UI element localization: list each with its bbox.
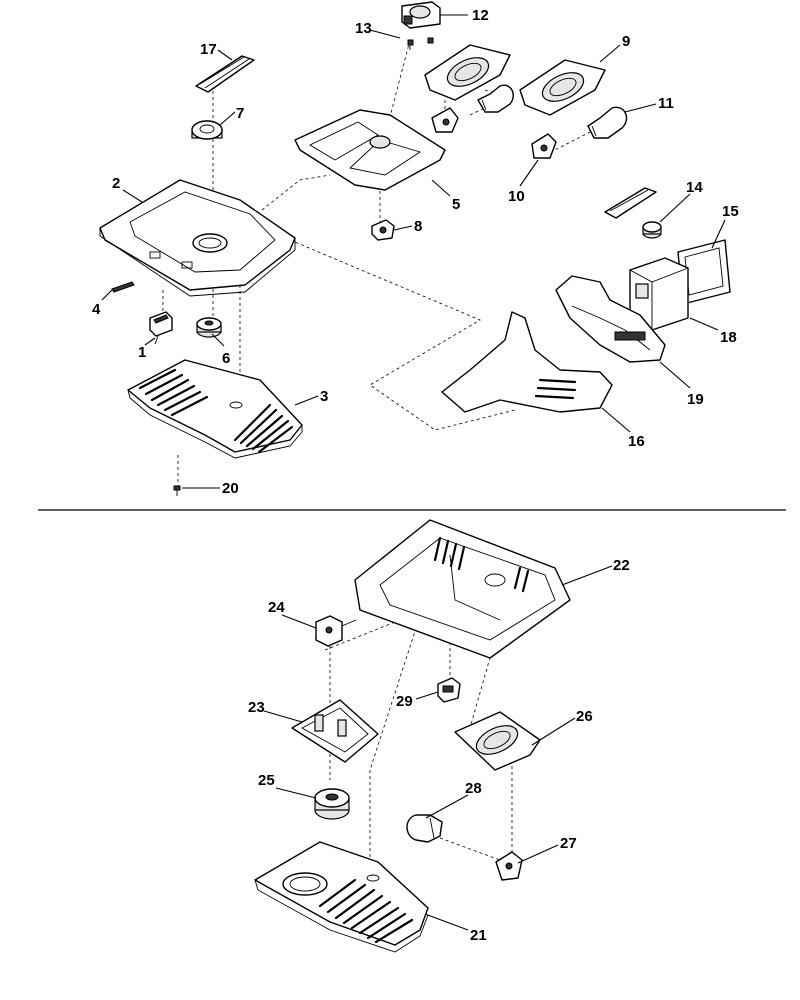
callout-17: 17 <box>200 41 217 58</box>
callout-29: 29 <box>396 693 413 710</box>
part-22-tray-frame <box>354 519 571 659</box>
part-27-socket <box>495 851 523 881</box>
part-6-knob <box>196 317 222 338</box>
callout-9: 9 <box>622 33 630 50</box>
callout-24: 24 <box>268 599 285 616</box>
part-11-bulb <box>587 106 628 139</box>
part-19-dispenser-bracket <box>555 275 666 363</box>
callout-14: 14 <box>686 179 703 196</box>
callout-20: 20 <box>222 480 239 497</box>
part-12-motor <box>401 1 441 29</box>
callout-13: 13 <box>355 20 372 37</box>
part-5-mounting-plate <box>294 109 446 191</box>
callout-26: 26 <box>576 708 593 725</box>
callout-2: 2 <box>112 175 120 192</box>
part-23-bracket <box>291 699 379 763</box>
callout-5: 5 <box>452 196 460 213</box>
callout-6: 6 <box>222 350 230 367</box>
part-2-housing-frame <box>99 179 296 297</box>
part-14-button <box>642 221 662 239</box>
callout-labels: 1 2 3 4 5 6 7 8 9 10 11 12 13 14 15 16 1… <box>92 7 739 944</box>
callout-18: 18 <box>720 329 737 346</box>
part-16-chute <box>441 311 613 413</box>
callout-21: 21 <box>470 927 487 944</box>
part-8-switch <box>371 219 395 241</box>
callout-3: 3 <box>320 388 328 405</box>
callout-28: 28 <box>465 780 482 797</box>
part-7-gear <box>191 120 223 140</box>
part-26-lens-housing <box>454 711 541 771</box>
part-17-strip <box>195 55 255 93</box>
part-13-screw <box>407 37 434 50</box>
part-3-drip-tray <box>127 359 303 459</box>
callout-11: 11 <box>658 95 674 112</box>
callout-12: 12 <box>472 7 489 24</box>
part-29-clip <box>437 677 461 703</box>
part-25-knob <box>314 788 350 820</box>
leader-arrows-upper <box>101 14 726 489</box>
part-9-lens-housing-left <box>424 44 511 101</box>
callout-25: 25 <box>258 772 275 789</box>
callout-10: 10 <box>508 188 525 205</box>
callout-8: 8 <box>414 218 422 235</box>
part-24-valve <box>315 615 357 647</box>
part-18-control-module <box>629 257 689 331</box>
part-28-bulb <box>406 814 443 843</box>
part-1-switch <box>149 311 173 345</box>
callout-27: 27 <box>560 835 577 852</box>
callout-23: 23 <box>248 699 265 716</box>
callout-4: 4 <box>92 301 101 318</box>
callout-1: 1 <box>138 344 146 361</box>
part-21-drip-tray <box>254 841 429 953</box>
leader-arrows-lower <box>263 565 613 931</box>
callout-15: 15 <box>722 203 739 220</box>
part-10-socket-left <box>431 107 459 133</box>
callout-7: 7 <box>236 105 244 122</box>
callout-19: 19 <box>687 391 704 408</box>
callout-22: 22 <box>613 557 630 574</box>
part-9-lens-housing <box>519 59 606 116</box>
callout-16: 16 <box>628 433 645 450</box>
part-4-clip <box>111 281 135 293</box>
part-11-bulb-left <box>477 84 514 113</box>
part-14-strip <box>604 187 657 219</box>
part-20-screw <box>173 485 181 496</box>
part-10-socket <box>531 133 557 159</box>
